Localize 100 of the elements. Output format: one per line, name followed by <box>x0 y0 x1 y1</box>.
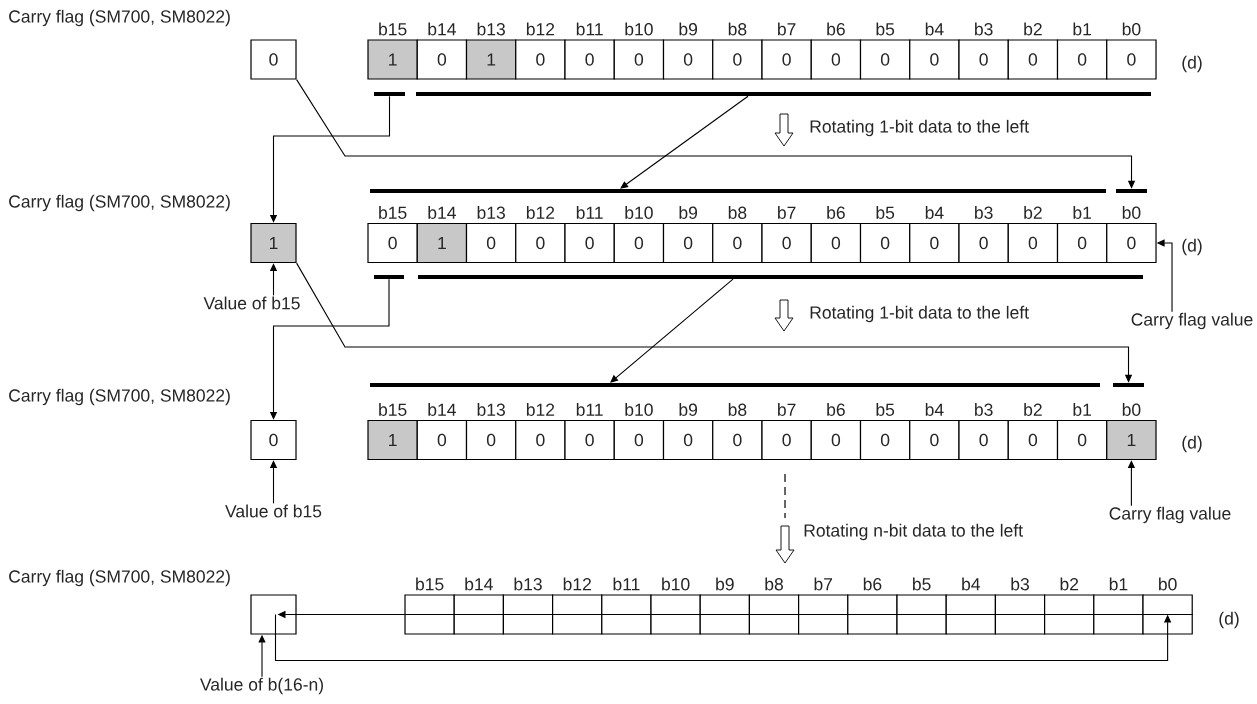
row-heading: Carry flag (SM700, SM8022) <box>9 194 230 212</box>
note-text: Value of b(16-n) <box>200 677 323 695</box>
bit-label: b4 <box>925 403 944 416</box>
bit-cell: 0 <box>761 39 812 80</box>
bit-cell: 0 <box>416 419 468 461</box>
bit-label: b5 <box>876 403 895 416</box>
step-text: Rotating 1-bit data to the left <box>810 305 1029 323</box>
bit-label: b3 <box>975 22 993 36</box>
bit-cell: 0 <box>564 419 615 461</box>
bit-label: b14 <box>428 206 456 219</box>
bit-label: b0 <box>1122 403 1141 416</box>
bit-cell: 0 <box>515 39 566 80</box>
bit-label: b3 <box>975 403 993 416</box>
flag-box: 0 <box>250 419 297 461</box>
bit-cell: 0 <box>564 39 615 80</box>
bit-cell: 0 <box>1056 39 1108 80</box>
bit-label: b3 <box>975 206 993 219</box>
underline-bar <box>374 275 404 279</box>
bit-cell: 0 <box>662 222 714 264</box>
bit-cell: 0 <box>515 419 566 461</box>
bit-cell: 0 <box>1106 39 1157 80</box>
bit-cell: 0 <box>712 222 763 264</box>
bit-cell: 1 <box>367 39 418 80</box>
bit-label: b1 <box>1073 403 1091 416</box>
bit-label: b13 <box>477 22 505 36</box>
bit-label: b4 <box>962 577 981 591</box>
bit-label: b8 <box>728 22 747 36</box>
bit-label: b9 <box>716 577 734 591</box>
bit-label: b11 <box>576 206 603 219</box>
note-text: Carry flag value <box>1131 312 1253 330</box>
bit-label: b6 <box>827 206 845 219</box>
note-text: Value of b15 <box>203 296 300 310</box>
bit-label: b14 <box>465 577 493 591</box>
bit-label: b1 <box>1073 22 1091 36</box>
bit-label: b6 <box>827 403 845 416</box>
bit-cell: 0 <box>1007 419 1059 461</box>
bit-cell: 0 <box>465 419 517 461</box>
step-text: Rotating 1-bit data to the left <box>810 119 1029 137</box>
bit-label: b15 <box>379 22 407 36</box>
bit-cell: 0 <box>662 419 714 461</box>
flag-box: 1 <box>250 222 297 264</box>
bit-cell: 0 <box>761 222 812 264</box>
bit-cell: 0 <box>613 419 665 461</box>
bit-label: b12 <box>563 577 591 591</box>
bit-cell: 0 <box>564 222 615 264</box>
bit-label: b10 <box>625 206 653 219</box>
flag-box: 0 <box>250 39 297 80</box>
bit-label: b13 <box>514 577 542 591</box>
bit-cell: 0 <box>909 39 960 80</box>
operand-label: (d) <box>1182 435 1202 453</box>
bit-label: b2 <box>1024 403 1042 416</box>
bit-cell: 1 <box>416 222 468 264</box>
bit-label: b10 <box>662 577 690 591</box>
bit-label: b7 <box>778 403 796 416</box>
bit-cell: 0 <box>958 222 1009 264</box>
bit-cell: 0 <box>1106 222 1157 264</box>
bit-label: b9 <box>679 206 698 219</box>
bit-label: b1 <box>1109 577 1128 591</box>
bit-cell: 0 <box>810 222 862 264</box>
bit-cell: 0 <box>613 39 665 80</box>
bit-label: b0 <box>1122 206 1141 219</box>
bit-label: b5 <box>876 22 895 36</box>
bit-cell: 0 <box>810 39 862 80</box>
bit-cell: 0 <box>712 39 763 80</box>
bit-label: b10 <box>625 403 653 416</box>
bit-label: b2 <box>1024 206 1042 219</box>
bit-label: b14 <box>428 403 456 416</box>
bit-label: b6 <box>827 22 845 36</box>
bit-label: b2 <box>1060 577 1079 591</box>
bit-label: b5 <box>876 206 895 219</box>
note-text: Carry flag value <box>1109 506 1231 524</box>
bit-label: b9 <box>679 403 698 416</box>
bit-label: b8 <box>765 577 783 591</box>
flag-box <box>250 594 297 635</box>
underline-bar <box>416 92 1151 96</box>
bit-label: b8 <box>728 206 747 219</box>
bit-cell: 0 <box>367 222 418 264</box>
bit-cell: 0 <box>1007 39 1059 80</box>
row-heading: Carry flag (SM700, SM8022) <box>9 569 230 587</box>
bit-label: b12 <box>526 403 555 416</box>
bit-label: b4 <box>925 206 944 219</box>
bit-cell: 0 <box>515 222 566 264</box>
bit-cell: 1 <box>465 39 517 80</box>
bit-cell: 1 <box>367 419 418 461</box>
bit-cell: 0 <box>909 222 960 264</box>
bit-label: b1 <box>1073 206 1091 219</box>
row-heading: Carry flag (SM700, SM8022) <box>9 388 230 406</box>
operand-label: (d) <box>1182 55 1202 73</box>
bit-label: b13 <box>477 206 505 219</box>
bit-label: b0 <box>1159 577 1177 591</box>
bit-label: b8 <box>728 403 747 416</box>
arrow <box>620 95 749 189</box>
bit-cell: 0 <box>859 39 911 80</box>
bit-cell: 0 <box>859 222 911 264</box>
bit-cell: 0 <box>613 222 665 264</box>
bit-label: b3 <box>1011 577 1029 591</box>
bit-label: b5 <box>913 577 931 591</box>
bit-cell: 1 <box>1106 419 1157 461</box>
bit-cell: 0 <box>859 419 911 461</box>
underline-bar <box>418 275 1143 279</box>
